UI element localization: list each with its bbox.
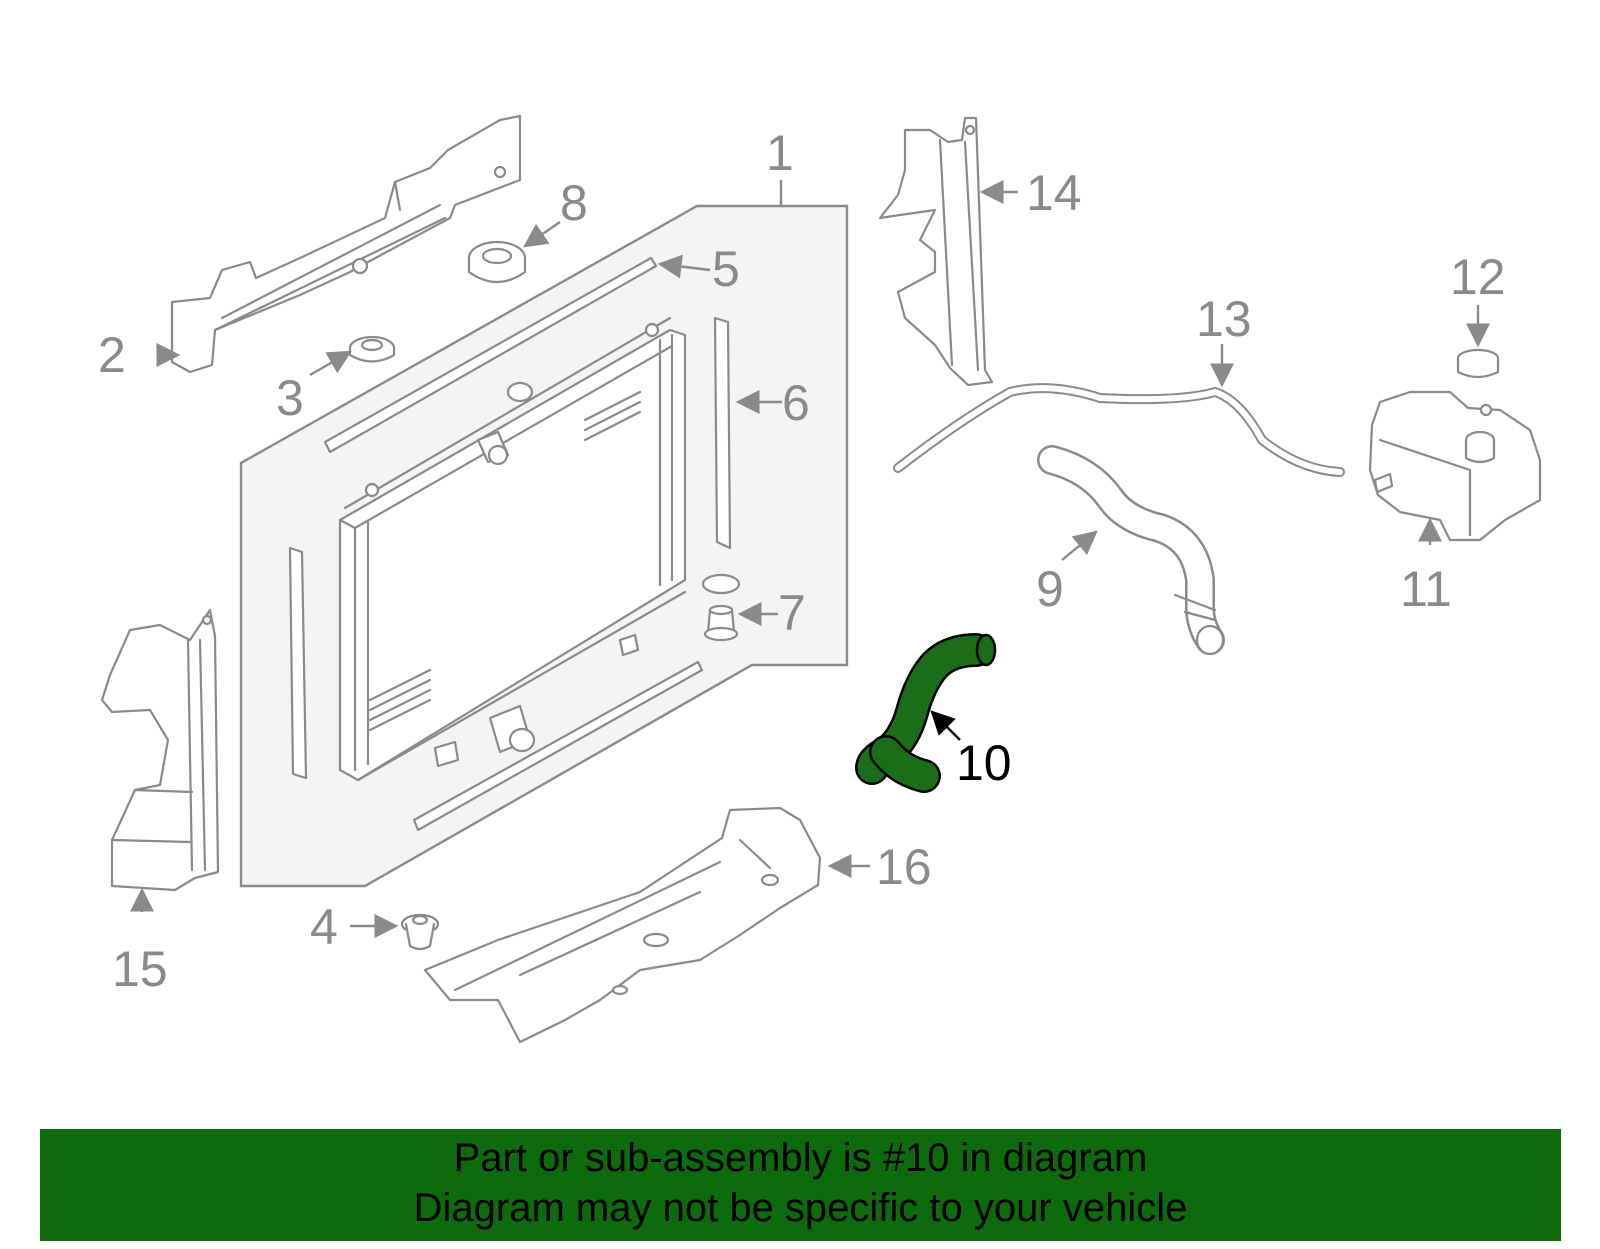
radiator-core (338, 316, 687, 782)
side-air-guide-part-14 (878, 116, 994, 387)
callout-2: 2 (98, 327, 126, 383)
overflow-hose-part-13 (893, 383, 1345, 477)
drain-plug-part-7 (701, 573, 741, 642)
upper-support-bracket-part-2 (170, 114, 522, 374)
banner-part-note: Part or sub-assembly is #10 in diagram (453, 1136, 1148, 1180)
side-seal-part-6 (713, 316, 732, 550)
clip-part-4 (400, 913, 440, 951)
radiator-cap-part-8 (467, 240, 527, 283)
coolant-reservoir-part-11 (1368, 390, 1542, 542)
callout-9: 9 (1036, 561, 1064, 617)
callout-7: 7 (778, 585, 806, 641)
info-banner: Part or sub-assembly is #10 in diagram D… (40, 1129, 1561, 1241)
callout-3: 3 (276, 370, 304, 426)
upper-hose-part-9 (1037, 445, 1225, 656)
callout-5: 5 (712, 241, 740, 297)
callout-4: 4 (310, 899, 338, 955)
callout-6: 6 (782, 375, 810, 431)
callout-14: 14 (1026, 165, 1082, 221)
grommet-part-3 (348, 335, 396, 363)
banner-disclaimer: Diagram may not be specific to your vehi… (413, 1186, 1188, 1230)
callout-16: 16 (876, 839, 932, 895)
left-seal-strip (288, 546, 308, 780)
callout-13: 13 (1196, 291, 1252, 347)
callout-15: 15 (112, 941, 168, 997)
callout-12: 12 (1450, 249, 1506, 305)
callout-8: 8 (560, 175, 588, 231)
callout-1: 1 (766, 125, 794, 181)
callout-labels: 1 2 3 4 5 6 7 8 9 10 11 12 13 14 15 16 (98, 125, 1506, 997)
side-air-guide-part-15 (100, 608, 220, 892)
leader-lines (130, 180, 1490, 938)
lower-seal-strip (412, 660, 704, 832)
callout-10: 10 (956, 735, 1012, 791)
lower-deflector-part-16 (423, 806, 822, 1044)
lower-hose-part-10 (855, 633, 997, 793)
callout-11: 11 (1400, 561, 1452, 617)
reservoir-cap-part-12 (1456, 348, 1500, 379)
upper-seal-part-5 (323, 256, 658, 454)
